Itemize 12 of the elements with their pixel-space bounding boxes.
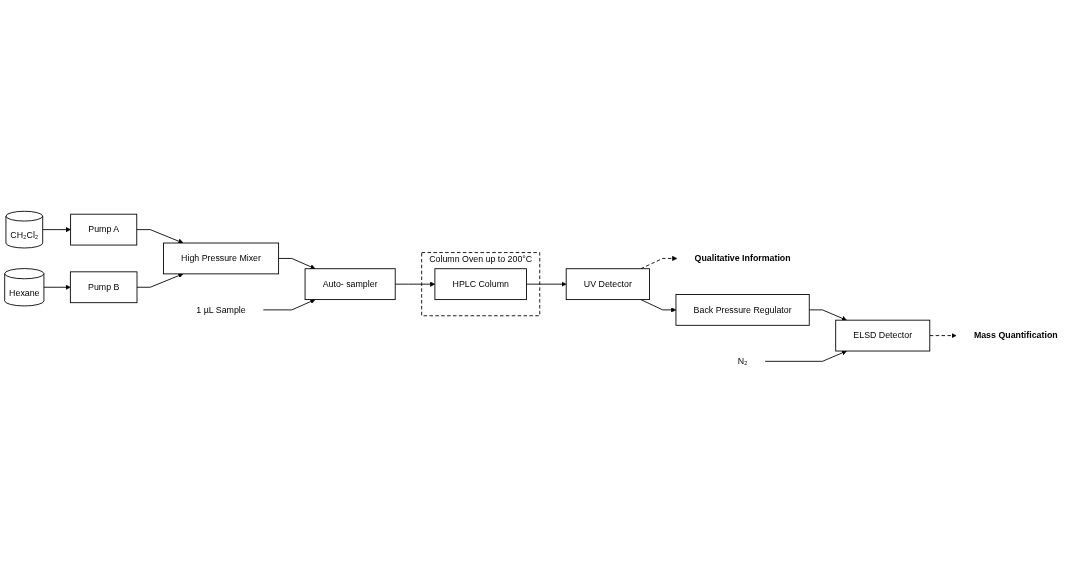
node-box: High Pressure Mixer xyxy=(163,242,280,275)
node-box: Pump B xyxy=(69,271,138,304)
node-box: UV Detector xyxy=(565,268,650,301)
node-text: N₂ xyxy=(737,355,748,366)
node-box: HPLC Column xyxy=(434,268,527,301)
node-box: Back Pressure Regulator xyxy=(675,294,810,326)
node-text: 1 µL Sample xyxy=(196,304,246,315)
node-text: Mass Quantification xyxy=(973,330,1058,341)
node-text: Qualitative Information xyxy=(694,253,791,263)
node-box: Auto- sampler xyxy=(304,268,396,301)
node-box: ELSD Detector xyxy=(835,319,931,352)
node-box: Pump A xyxy=(70,213,138,246)
